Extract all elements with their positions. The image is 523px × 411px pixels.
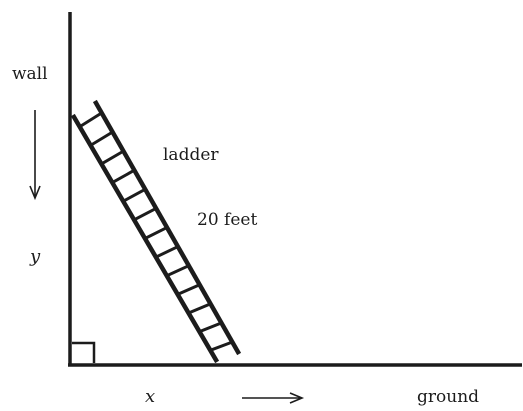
y-variable-label: y bbox=[29, 246, 41, 267]
ladder-rung bbox=[208, 340, 235, 353]
ladder-rung bbox=[132, 206, 159, 222]
ladder-rung bbox=[142, 225, 170, 241]
wall-label: wall bbox=[12, 64, 48, 84]
ladder-rung bbox=[197, 321, 224, 334]
x-arrow-icon bbox=[242, 392, 305, 404]
ladder-rung bbox=[153, 244, 180, 260]
ladder-rung bbox=[121, 187, 148, 204]
ladder-rung bbox=[186, 301, 213, 315]
ladder bbox=[70, 99, 242, 364]
ladder-rung bbox=[175, 282, 202, 297]
ladder-rung bbox=[88, 129, 115, 148]
ladder-label: ladder bbox=[163, 145, 219, 165]
ladder-length-label: 20 feet bbox=[197, 210, 257, 230]
ladder-rung bbox=[77, 110, 104, 129]
ladder-rung bbox=[99, 149, 126, 167]
ground-label: ground bbox=[417, 387, 479, 407]
ladder-rung bbox=[164, 263, 191, 278]
y-arrow-icon bbox=[29, 110, 41, 201]
right-angle-marker bbox=[72, 341, 96, 363]
x-variable-label: x bbox=[145, 386, 155, 407]
ladder-rung bbox=[110, 168, 137, 185]
